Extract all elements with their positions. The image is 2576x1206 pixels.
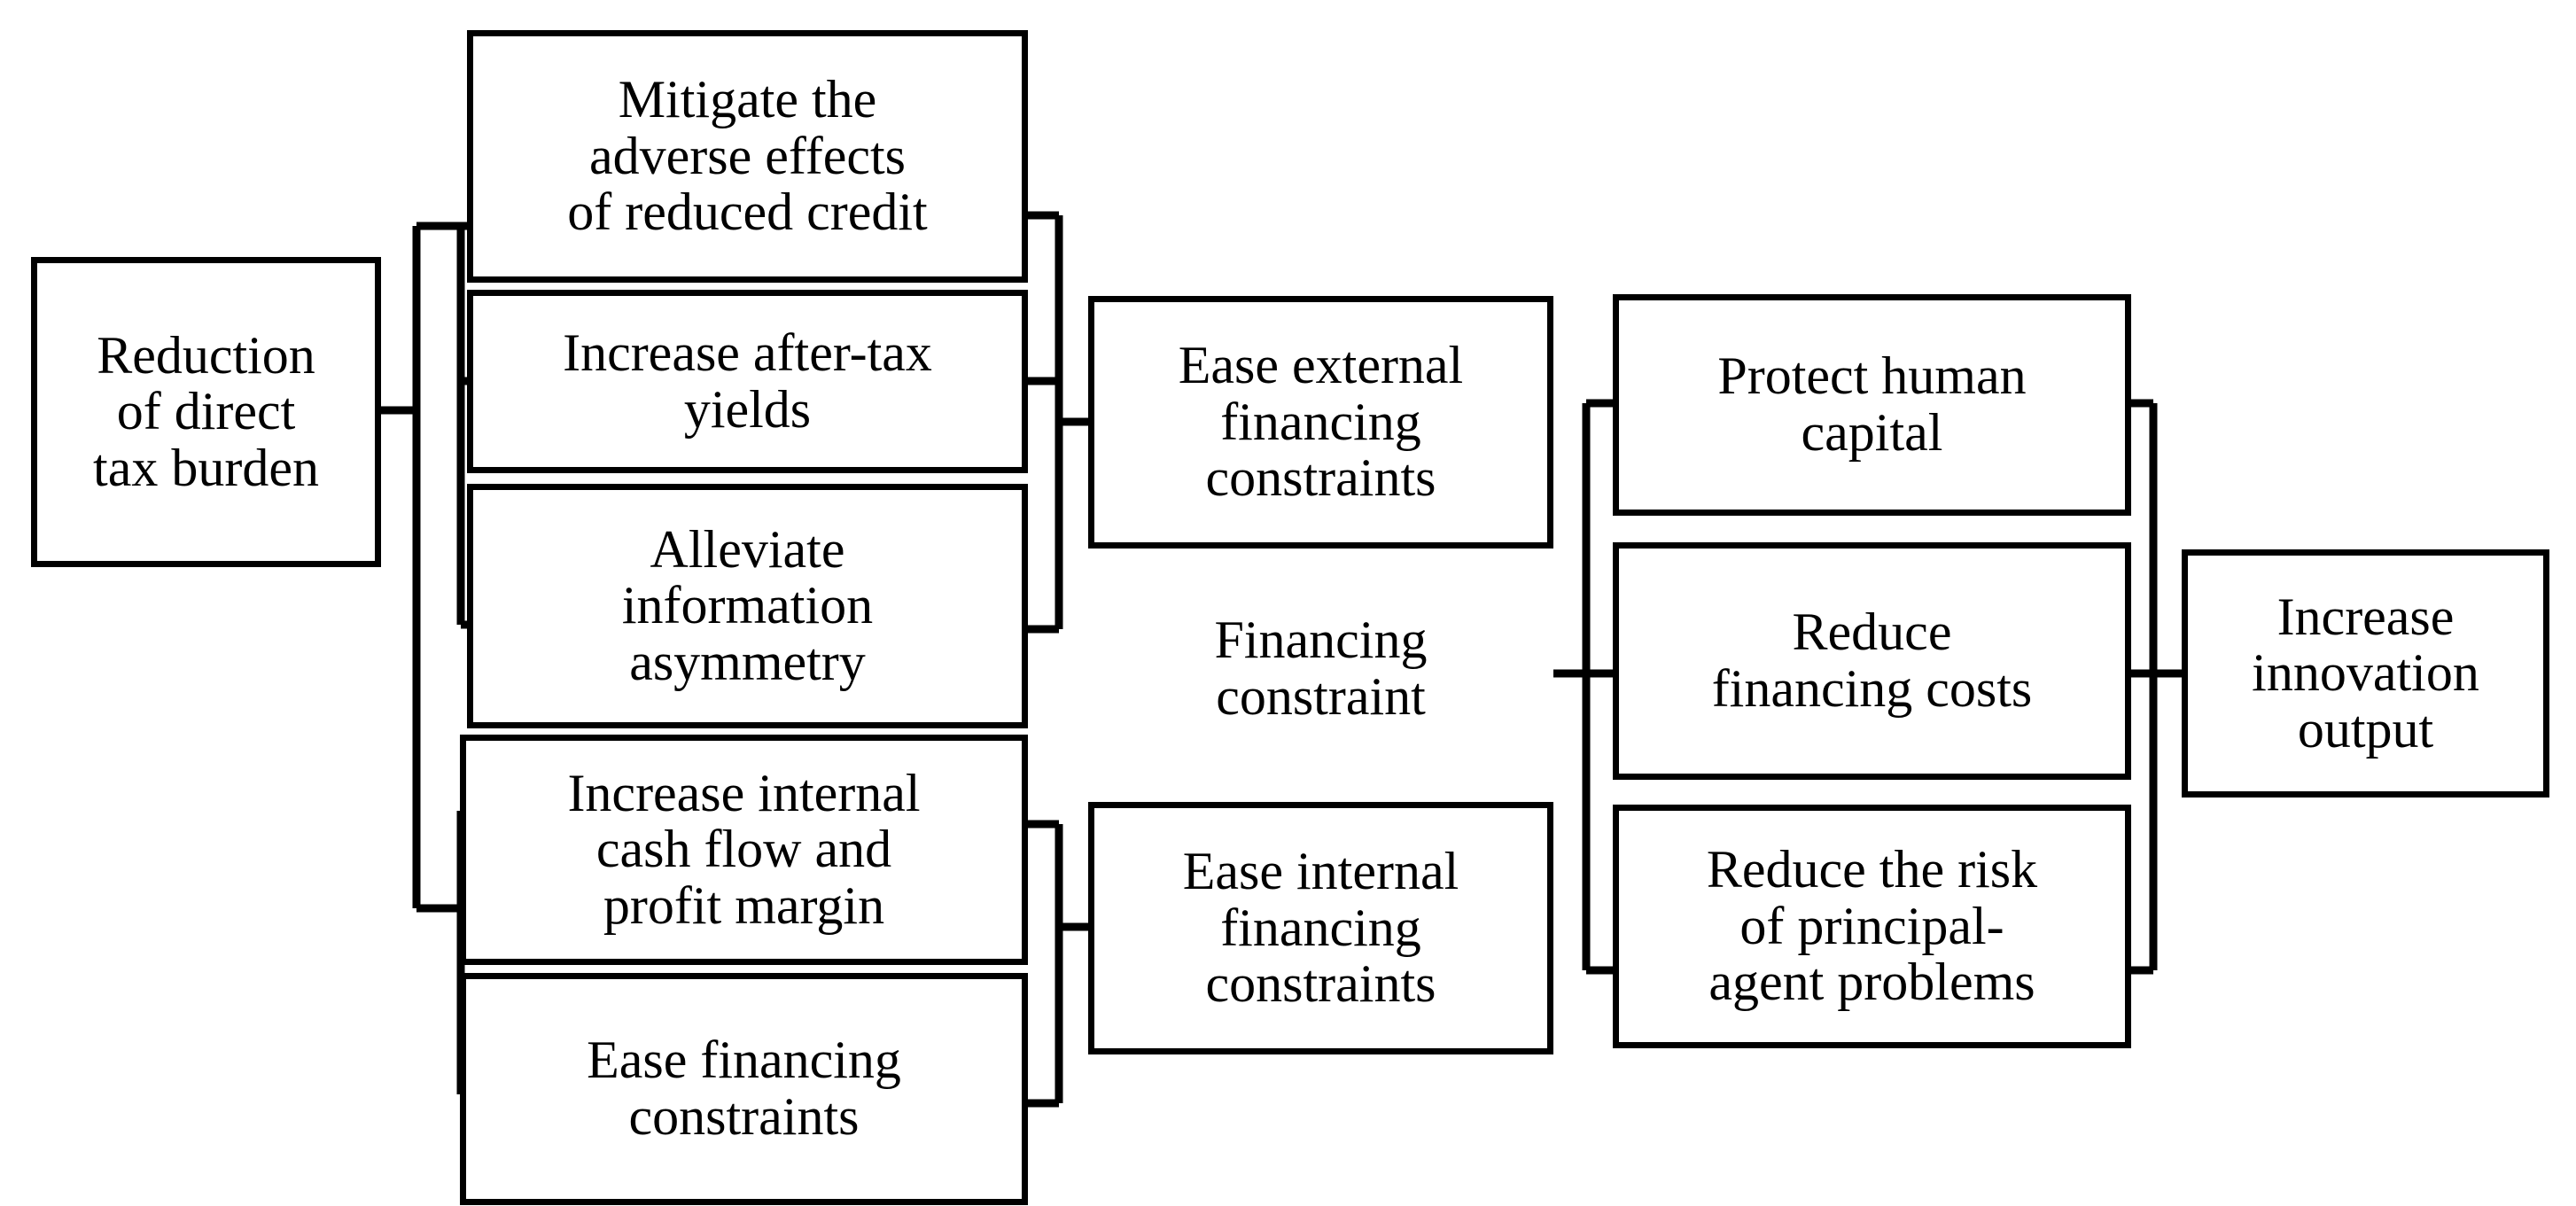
node-label: Ease financing constraints (587, 1031, 901, 1146)
node-reduce-financing-costs[interactable]: Reduce financing costs (1613, 542, 2131, 780)
label-financing-constraint: Financing constraint (1088, 580, 1553, 758)
node-ease-financing-constraints[interactable]: Ease financing constraints (460, 973, 1028, 1205)
node-label: Reduce financing costs (1711, 603, 2033, 718)
node-label: Ease external financing constraints (1178, 336, 1464, 508)
node-increase-innovation-output[interactable]: Increase innovation output (2182, 549, 2549, 798)
node-mitigate-adverse-effects-of-reduced-credit[interactable]: Mitigate the adverse effects of reduced … (467, 30, 1028, 283)
node-reduce-risk-of-principal-agent-problems[interactable]: Reduce the risk of principal- agent prob… (1613, 805, 2131, 1048)
node-label: Protect human capital (1717, 346, 2027, 462)
node-increase-internal-cash-flow-and-profit-margin[interactable]: Increase internal cash flow and profit m… (460, 735, 1028, 965)
node-label: Increase after-tax yields (563, 323, 932, 439)
label-text: Financing constraint (1214, 611, 1428, 726)
node-label: Mitigate the adverse effects of reduced … (567, 70, 928, 242)
node-ease-internal-financing-constraints[interactable]: Ease internal financing constraints (1088, 802, 1553, 1054)
node-label: Alleviate information asymmetry (621, 519, 874, 691)
node-alleviate-information-asymmetry[interactable]: Alleviate information asymmetry (467, 484, 1028, 728)
node-label: Increase innovation output (2252, 587, 2479, 759)
node-label: Reduction of direct tax burden (93, 325, 319, 497)
node-protect-human-capital[interactable]: Protect human capital (1613, 294, 2131, 516)
node-label: Reduce the risk of principal- agent prob… (1706, 840, 2038, 1012)
node-label: Ease internal financing constraints (1182, 842, 1459, 1014)
node-label: Increase internal cash flow and profit m… (567, 763, 921, 935)
node-increase-after-tax-yields[interactable]: Increase after-tax yields (467, 290, 1028, 473)
node-reduction-of-direct-tax-burden[interactable]: Reduction of direct tax burden (31, 257, 381, 567)
node-ease-external-financing-constraints[interactable]: Ease external financing constraints (1088, 296, 1553, 549)
